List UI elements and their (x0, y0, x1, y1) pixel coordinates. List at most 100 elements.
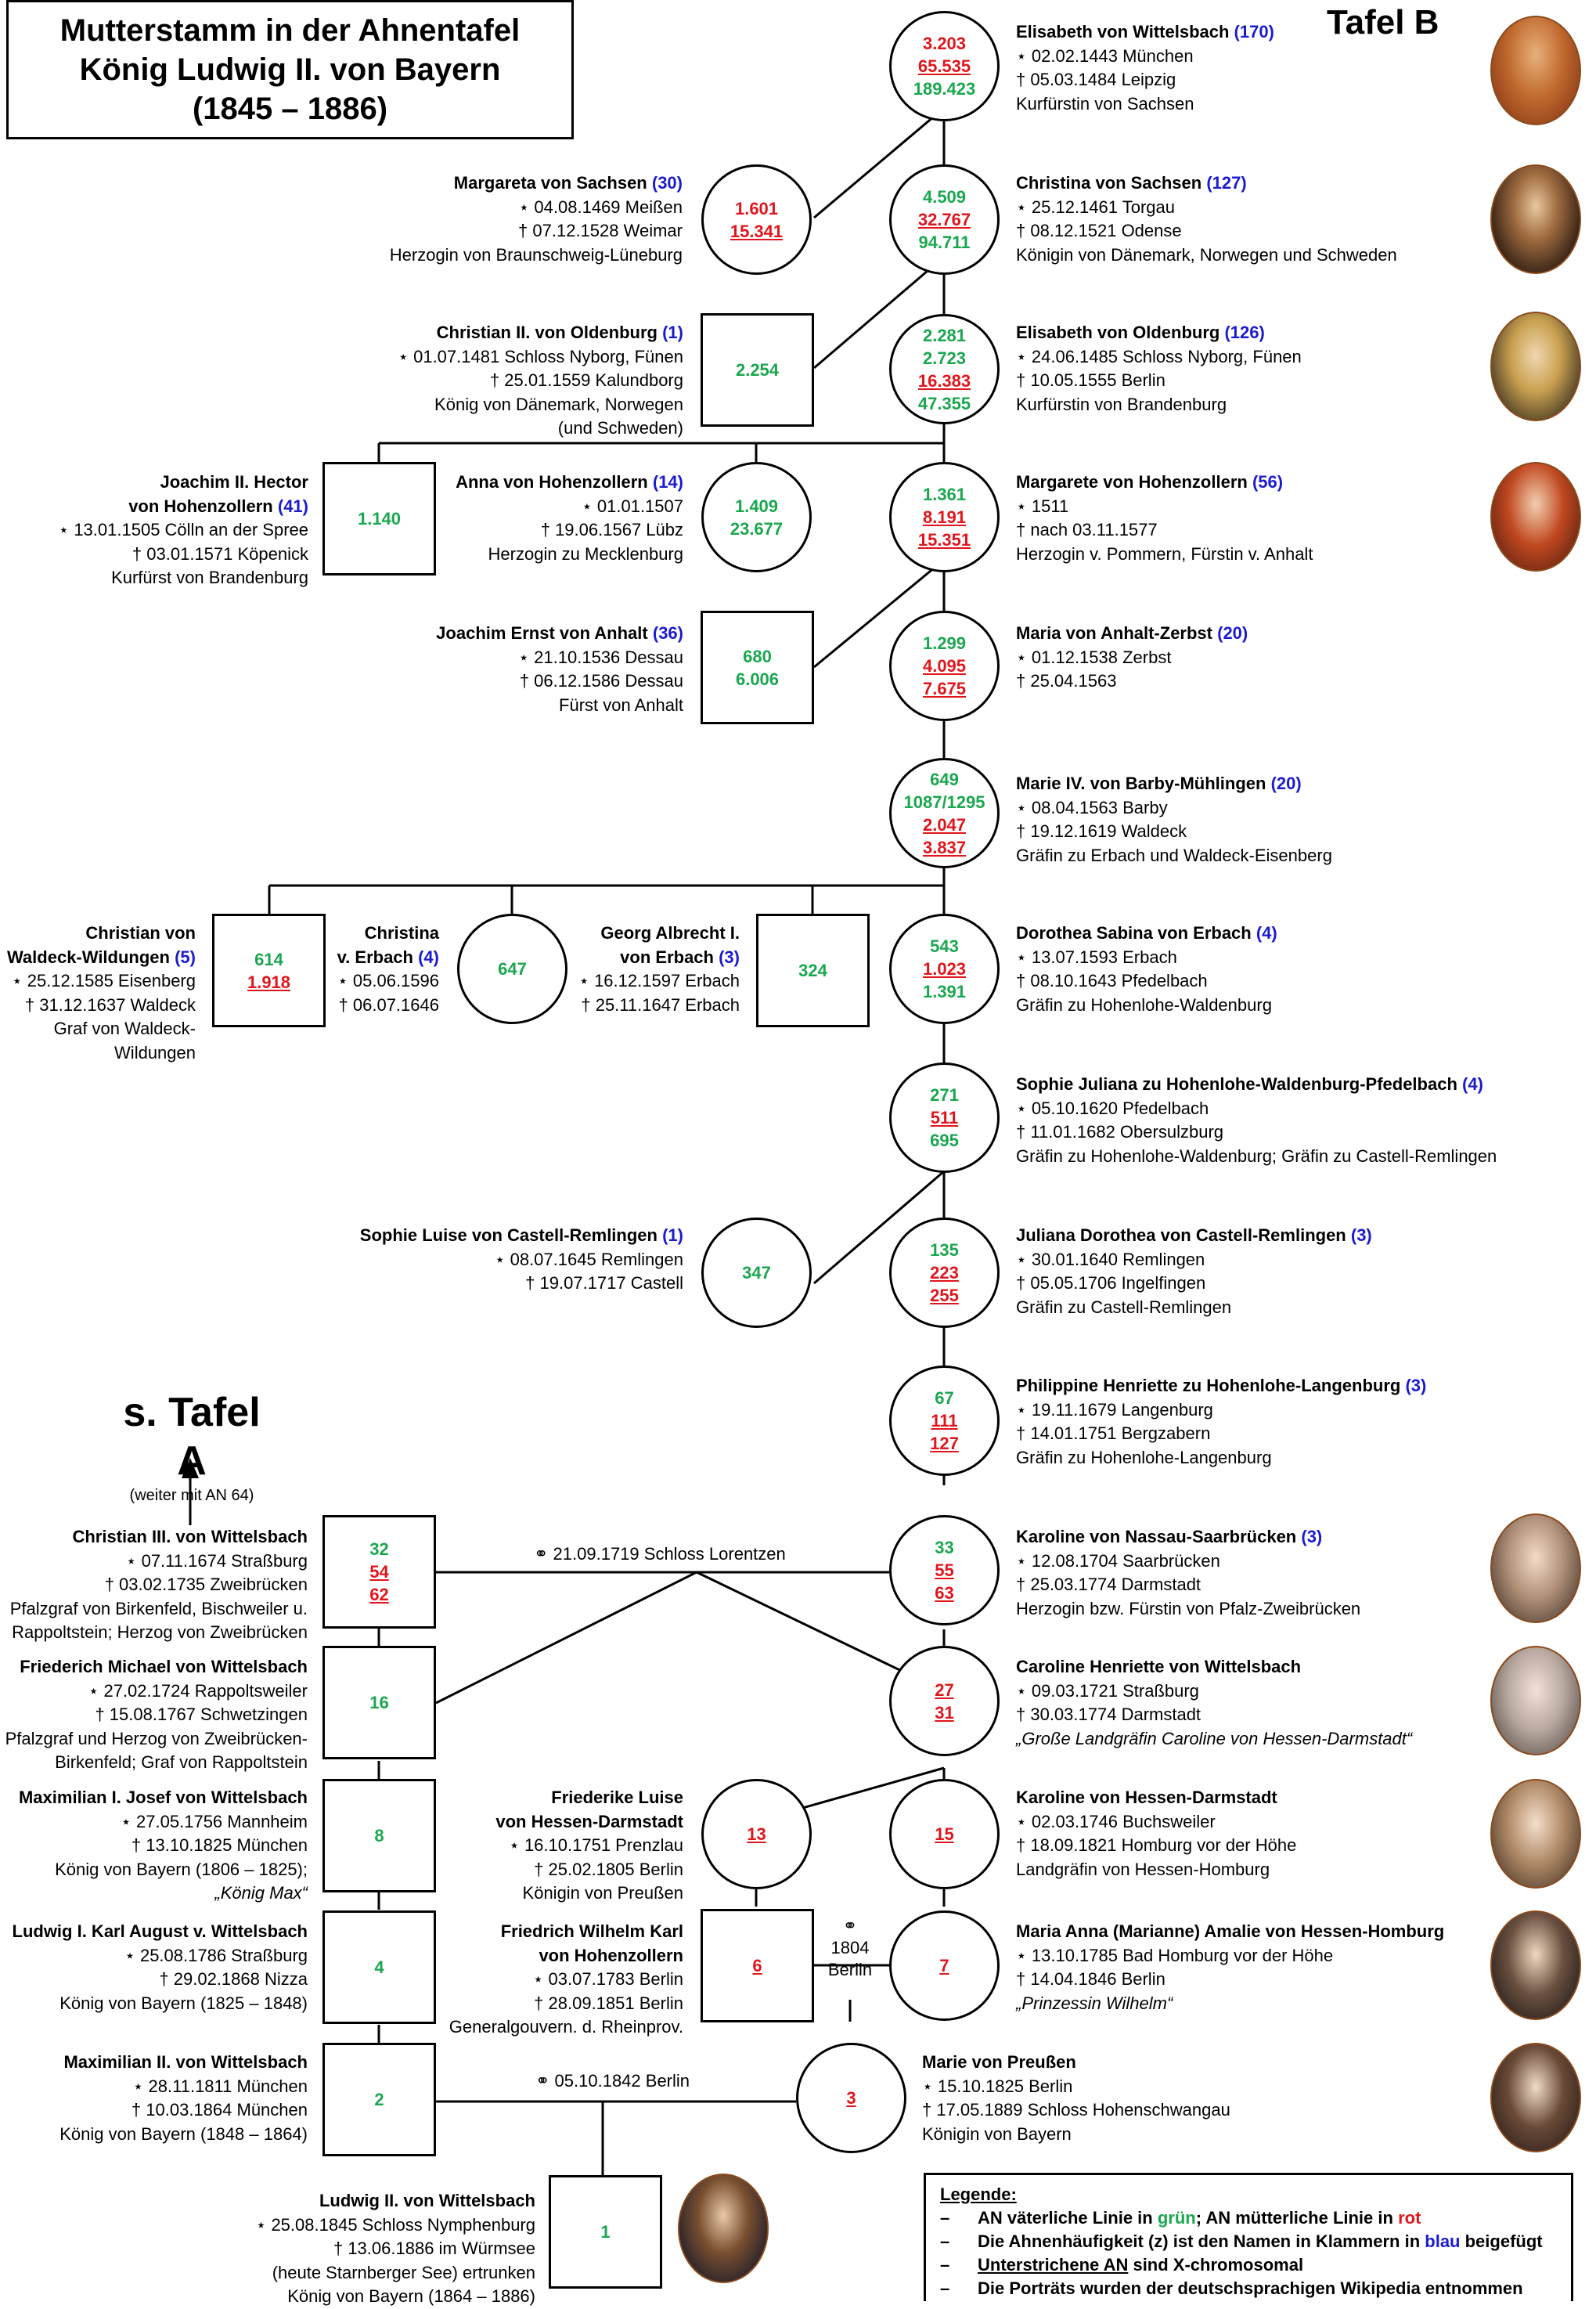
ancestor-number: 94.711 (918, 233, 971, 252)
ancestor-number: 27 (935, 1679, 954, 1700)
person-detail: Herzogin zu Mecklenburg (456, 543, 683, 567)
ancestor-node-maria-anna[interactable]: 7 (889, 1910, 1000, 2021)
ancestor-node-christina-erbach[interactable]: 647 (457, 914, 567, 1024)
person-detail: ⋆ 13.07.1593 Erbach (1016, 946, 1277, 970)
marriage-1804-year: 1804 (830, 1938, 870, 1957)
ancestor-node-friederich-michael[interactable]: 16 (322, 1646, 436, 1759)
person-detail: ⋆ 12.08.1704 Saarbrücken (1016, 1550, 1360, 1574)
person-detail-text: Kurfürst von Brandenburg (111, 568, 308, 587)
ancestor-number: 16 (369, 1693, 389, 1712)
person-name: Joachim II. Hector (58, 471, 308, 495)
ancestor-node-maximilian-i[interactable]: 8 (322, 1779, 436, 1892)
ancestor-number: 680 (743, 646, 772, 666)
ancestor-node-karoline-hessen[interactable]: 15 (889, 1779, 1000, 1889)
person-detail: ⋆ 01.01.1507 (456, 495, 683, 519)
person-name-text: Friederike Luise (551, 1788, 683, 1807)
ancestor-number: 15.351 (917, 530, 971, 550)
ancestor-node-georg-albrecht[interactable]: 324 (756, 914, 870, 1027)
person-detail-text: † 13.10.1825 München (131, 1835, 308, 1855)
person-detail-text: Rappoltstein; Herzog von Zweibrücken (12, 1622, 308, 1642)
portrait-elisabeth-wittelsbach (1490, 16, 1581, 125)
person-name: Christian von (7, 922, 196, 946)
ancestor-node-ludwig-i[interactable]: 4 (322, 1910, 436, 2024)
person-detail-text: † 25.03.1774 Darmstadt (1016, 1575, 1202, 1594)
ancestor-node-ludwig-ii[interactable]: 1 (549, 2175, 662, 2289)
marriage-1842-label: ⚭ 05.10.1842 Berlin (532, 2070, 694, 2092)
ancestor-node-joachim-ii[interactable]: 1.140 (322, 462, 436, 575)
person-detail-text: Gräfin zu Hohenlohe-Langenburg (1016, 1447, 1272, 1467)
ancestor-number: 1.140 (357, 509, 402, 529)
person-detail-text: ⋆ 1511 (1016, 496, 1069, 516)
person-detail: Birkenfeld; Graf von Rappoltstein (5, 1751, 308, 1775)
ancestor-frequency: (5) (175, 947, 196, 967)
person-epithet: „Große Landgräfin Caroline von Hessen-Da… (1016, 1727, 1412, 1752)
person-name: Sophie Luise von Castell-Remlingen (1) (360, 1224, 683, 1248)
ancestor-node-friederike-luise[interactable]: 13 (701, 1779, 812, 1889)
person-name-text: von Hohenzollern (539, 1945, 683, 1965)
legend-bullet: – (940, 2255, 950, 2275)
person-detail: † 25.04.1563 (1016, 669, 1248, 694)
person-name: Christian III. von Wittelsbach (10, 1525, 308, 1550)
person-name-text: Christian III. von Wittelsbach (72, 1527, 308, 1546)
person-detail-text: † 03.02.1735 Zweibrücken (104, 1575, 308, 1594)
person-detail-text: (heute Starnberger See) ertrunken (272, 2262, 535, 2282)
ancestor-node-marie-preussen[interactable]: 3 (796, 2043, 906, 2153)
person-detail: ⋆ 16.10.1751 Prenzlau (495, 1834, 683, 1858)
ancestor-number: 33 (935, 1538, 954, 1557)
person-ludwig-ii: Ludwig II. von Wittelsbach⋆ 25.08.1845 S… (256, 2189, 535, 2309)
person-name-text: Christian von (85, 923, 196, 943)
tafel-a-reference[interactable]: s. Tafel A (weiter mit AN 64) (117, 1388, 266, 1506)
ancestor-node-friedrich-wilhelm[interactable]: 6 (701, 1909, 814, 2022)
person-detail: ⋆ 30.01.1640 Remlingen (1016, 1248, 1372, 1272)
person-detail-text: ⋆ 04.08.1469 Meißen (518, 197, 683, 217)
ancestor-number: 63 (935, 1583, 954, 1603)
ancestor-node-sophie-luise[interactable]: 347 (701, 1218, 812, 1328)
person-name: Ludwig II. von Wittelsbach (256, 2189, 535, 2213)
ancestor-frequency: (14) (652, 472, 683, 492)
legend-text-part: Die Ahnenhäufigkeit (z) ist den Namen in… (978, 2231, 1425, 2251)
legend-item: –AN väterliche Linie in grün; AN mütterl… (940, 2206, 1557, 2230)
portrait-elisabeth-oldenburg (1490, 312, 1581, 421)
person-name-text: von Hessen-Darmstadt (495, 1811, 683, 1831)
person-name: Friedrich Wilhelm Karl (449, 1920, 683, 1944)
person-detail: Rappoltstein; Herzog von Zweibrücken (10, 1621, 308, 1645)
ancestor-node-christian-ii[interactable]: 2.254 (701, 313, 814, 427)
ancestor-number: 543 (930, 936, 959, 956)
person-dorothea-sabina: Dorothea Sabina von Erbach (4)⋆ 13.07.15… (1016, 922, 1277, 1017)
ancestor-number: 614 (254, 949, 283, 969)
ancestor-node-maximilian-ii[interactable]: 2 (322, 2043, 436, 2156)
person-detail: (und Schweden) (398, 417, 683, 441)
person-detail: † 28.09.1851 Berlin (449, 1992, 683, 2016)
person-name: Georg Albrecht I. (578, 922, 740, 946)
ancestor-number: 1.391 (922, 982, 967, 1001)
person-name: Margarete von Hohenzollern (56) (1016, 471, 1313, 495)
person-elisabeth-wittelsbach: Elisabeth von Wittelsbach (170)⋆ 02.02.1… (1016, 20, 1274, 116)
ancestor-number: 16.383 (917, 370, 971, 391)
person-detail-text: ⋆ 01.01.1507 (582, 496, 683, 516)
person-name: Philippine Henriette zu Hohenlohe-Langen… (1016, 1374, 1426, 1398)
person-detail: ⋆ 27.02.1724 Rappoltsweiler (5, 1679, 308, 1704)
ancestor-frequency: (1) (662, 323, 683, 342)
person-detail: † 10.03.1864 München (59, 2098, 308, 2123)
portrait-margarete-hohenzollern (1490, 462, 1581, 572)
person-detail: ⋆ 27.05.1756 Mannheim (19, 1810, 308, 1835)
